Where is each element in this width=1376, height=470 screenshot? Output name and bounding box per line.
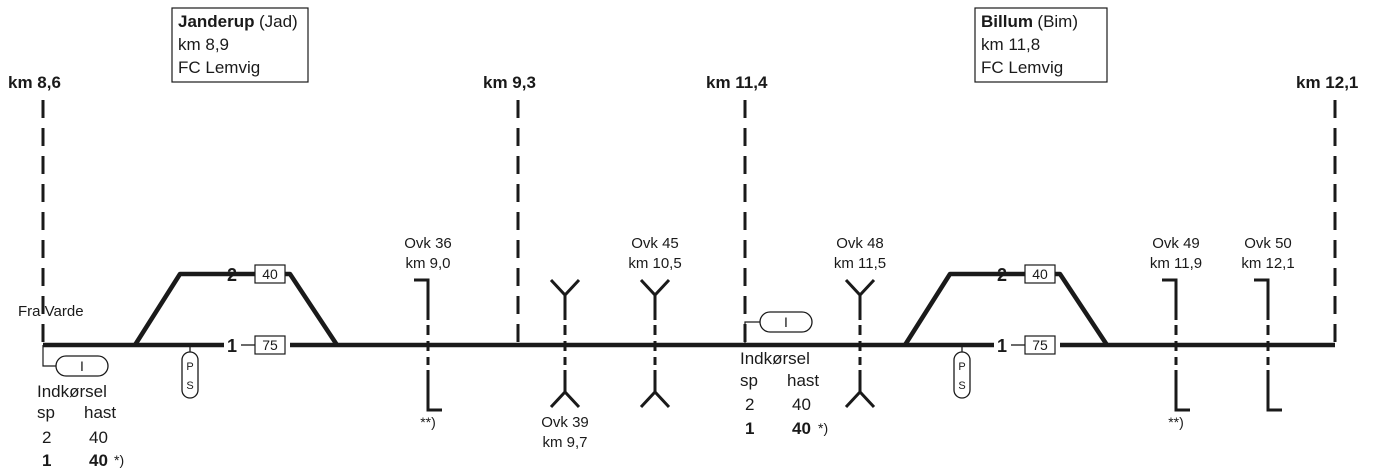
ps-sign-letter: P — [186, 361, 193, 373]
signal-stem-left — [42, 345, 56, 367]
crossing-km: km 11,9 — [1150, 255, 1202, 272]
entry-col-track: sp — [740, 371, 758, 390]
footnote-mark: **) — [420, 414, 436, 430]
footnote-mark: **) — [1168, 414, 1184, 430]
speed-value: 75 — [262, 337, 278, 353]
entry-title: Indkørsel — [740, 349, 810, 368]
speed-box — [1024, 264, 1056, 284]
crossing-name: Ovk 39 — [541, 414, 589, 431]
entry-speed: 40 — [792, 419, 811, 438]
speed-box — [254, 335, 286, 355]
entry-note: *) — [114, 452, 124, 468]
crossing-bracket-ovk50 — [1254, 278, 1282, 412]
ps-sign-letter: S — [186, 380, 193, 392]
crossing-y-ovk45 — [639, 278, 671, 409]
km-marker-label: km 8,6 — [8, 73, 61, 92]
siding-billum — [903, 271, 1109, 347]
entry-track: 2 — [42, 428, 51, 447]
entry-col-speed: hast — [787, 371, 819, 390]
entry-col-track: sp — [37, 403, 55, 422]
track-number: 2 — [227, 265, 237, 285]
entry-speed-table-right: Indkørsel sp hast 2 40 1 40 *) — [740, 349, 828, 438]
entry-col-speed: hast — [84, 403, 116, 422]
station-km: km 8,9 — [178, 35, 229, 54]
station-code: (Bim) — [1037, 12, 1078, 31]
signal-label: I — [784, 314, 788, 330]
km-marker-label: km 9,3 — [483, 73, 536, 92]
origin-label: Fra Varde — [18, 303, 84, 320]
track-number: 1 — [997, 336, 1007, 356]
crossing-km: km 10,5 — [628, 255, 681, 272]
entry-track: 1 — [745, 419, 754, 438]
signal-label: I — [80, 358, 84, 374]
crossing-name: Ovk 48 — [836, 235, 884, 252]
station-box-janderup: Janderup (Jad) km 8,9 FC Lemvig — [171, 7, 309, 83]
entry-speed: 40 — [792, 395, 811, 414]
crossing-y-ovk48 — [844, 278, 876, 409]
speed-box — [1024, 335, 1056, 355]
station-operator: FC Lemvig — [178, 58, 260, 77]
km-markers — [41, 100, 1337, 345]
track-number: 2 — [997, 265, 1007, 285]
crossing-name: Ovk 45 — [631, 235, 679, 252]
speed-value: 40 — [262, 266, 278, 282]
station-name: Billum — [981, 12, 1033, 31]
entry-speed: 40 — [89, 451, 108, 470]
entry-speed-table-left: Indkørsel sp hast 2 40 1 40 *) — [37, 382, 124, 470]
crossing-km: km 11,5 — [834, 255, 886, 272]
entry-title: Indkørsel — [37, 382, 107, 401]
ps-sign-letter: P — [958, 361, 965, 373]
svg-text:Janderup (Jad): Janderup (Jad) — [178, 12, 298, 31]
track-number: 1 — [227, 336, 237, 356]
ps-sign-janderup: P S — [181, 345, 199, 399]
ps-sign-letter: S — [958, 380, 965, 392]
signal-stem-right — [744, 321, 760, 345]
speed-box — [254, 264, 286, 284]
crossing-name: Ovk 50 — [1244, 235, 1292, 252]
entry-speed: 40 — [89, 428, 108, 447]
entry-signal-left: I — [55, 355, 109, 377]
crossing-bracket-ovk49 — [1162, 278, 1190, 412]
crossing-name: Ovk 49 — [1152, 235, 1200, 252]
crossing-km: km 12,1 — [1241, 255, 1294, 272]
siding-janderup — [133, 271, 339, 347]
crossing-bracket-ovk36 — [414, 278, 442, 412]
station-name: Janderup — [178, 12, 255, 31]
entry-signal-right: I — [759, 311, 813, 333]
station-km: km 11,8 — [981, 35, 1040, 54]
crossing-km: km 9,7 — [542, 434, 587, 451]
speed-value: 75 — [1032, 337, 1048, 353]
crossing-name: Ovk 36 — [404, 235, 452, 252]
km-marker-label: km 11,4 — [706, 73, 768, 92]
station-code: (Jad) — [259, 12, 298, 31]
station-operator: FC Lemvig — [981, 58, 1063, 77]
entry-note: *) — [818, 420, 828, 436]
speed-value: 40 — [1032, 266, 1048, 282]
km-marker-label: km 12,1 — [1296, 73, 1358, 92]
crossing-y-ovk39 — [549, 278, 581, 409]
crossing-km: km 9,0 — [405, 255, 450, 272]
ps-sign-billum: P S — [953, 345, 971, 399]
entry-track: 2 — [745, 395, 754, 414]
entry-track: 1 — [42, 451, 51, 470]
station-box-billum: Billum (Bim) km 11,8 FC Lemvig — [974, 7, 1108, 83]
svg-text:Billum (Bim): Billum (Bim) — [981, 12, 1078, 31]
